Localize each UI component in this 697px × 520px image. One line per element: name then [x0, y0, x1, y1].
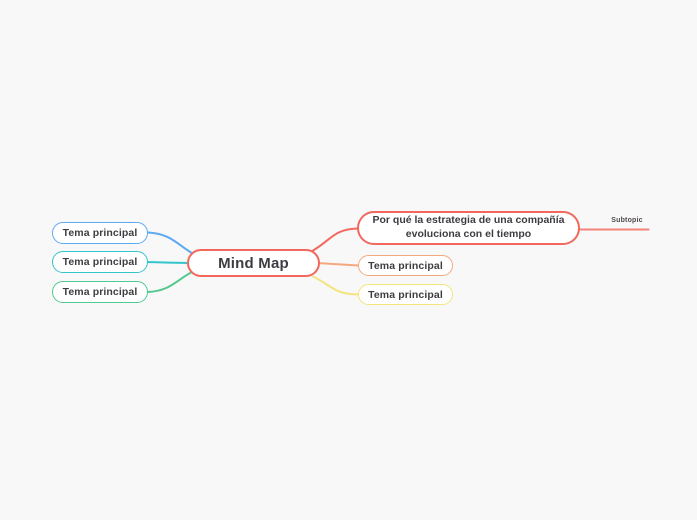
right-topic-node-1[interactable]: Por qué la estrategia de una compañía ev…	[357, 211, 580, 245]
right-topic-node-3[interactable]: Tema principal	[358, 284, 453, 305]
node-label: Tema principal	[62, 286, 138, 298]
subtopic-node[interactable]: Subtopic	[593, 217, 661, 224]
node-label: Tema principal	[62, 256, 138, 268]
node-label: Por qué la estrategia de una compañía ev…	[372, 214, 565, 240]
connector-right-1	[312, 227, 359, 252]
right-topic-node-2[interactable]: Tema principal	[358, 255, 453, 276]
root-topic-node[interactable]: Mind Map	[187, 249, 320, 277]
node-label: Tema principal	[368, 288, 443, 301]
left-topic-node-1[interactable]: Tema principal	[52, 222, 148, 244]
left-topic-node-3[interactable]: Tema principal	[52, 281, 148, 303]
node-label: Tema principal	[62, 227, 138, 239]
node-label: Tema principal	[368, 259, 443, 272]
root-topic-label: Mind Map	[218, 254, 289, 272]
connector-right-2	[319, 262, 360, 267]
connector-left-1	[147, 231, 192, 254]
left-topic-node-2[interactable]: Tema principal	[52, 251, 148, 273]
connector-left-3	[147, 271, 192, 293]
subtopic-label-text: Subtopic	[611, 217, 643, 224]
connector-right-3	[312, 275, 360, 296]
connector-left-2	[146, 261, 189, 264]
